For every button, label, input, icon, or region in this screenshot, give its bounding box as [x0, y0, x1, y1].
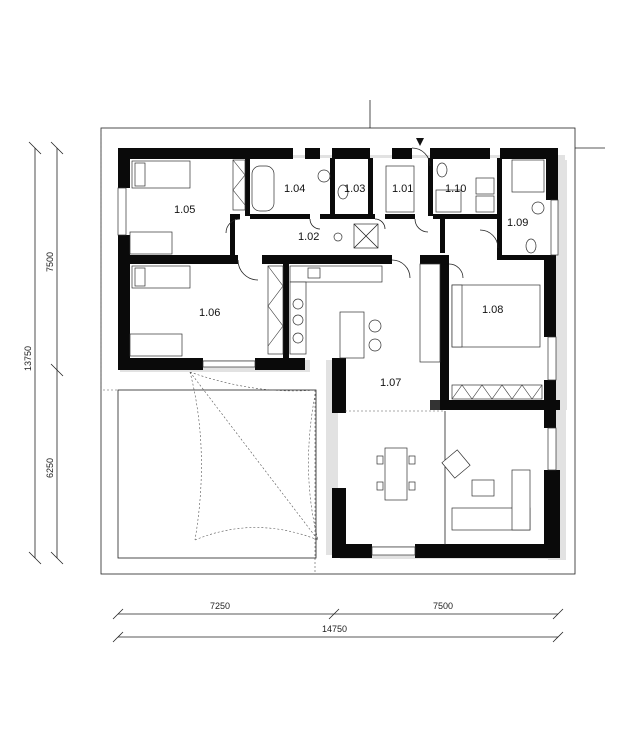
bed-105 [131, 160, 191, 189]
dining-table [376, 447, 416, 501]
room-label-109: 1.09 [507, 217, 528, 229]
site-outline [100, 100, 605, 575]
coffee-table [471, 479, 495, 497]
room-label-105: 1.05 [174, 204, 195, 216]
dimension-bottom-total: 14750 [322, 624, 347, 634]
hall-cabinets [385, 165, 462, 213]
room-label-108: 1.08 [482, 304, 503, 316]
toilet-109 [525, 238, 537, 254]
shower [511, 159, 545, 193]
stair-hatch [430, 400, 440, 410]
room-label-104: 1.04 [284, 183, 305, 195]
dimension-left-top: 7500 [45, 252, 55, 272]
windows [117, 187, 559, 556]
laundry [475, 177, 495, 213]
sink-109 [531, 201, 545, 215]
dimension-bottom-left: 7250 [210, 601, 230, 611]
sofa [451, 469, 531, 531]
wardrobe-105 [232, 159, 246, 211]
wardrobe-106 [267, 265, 284, 355]
room-label-110: 1.10 [445, 183, 466, 195]
room-label-107: 1.07 [380, 377, 401, 389]
desk-106 [129, 333, 183, 357]
room-label-106: 1.06 [199, 307, 220, 319]
wardrobe-108 [451, 384, 543, 400]
armchair [441, 449, 471, 479]
room-label-103: 1.03 [344, 183, 365, 195]
bathtub [251, 165, 275, 212]
room-label-102: 1.02 [298, 231, 319, 243]
desk-105 [129, 231, 173, 255]
bed-106 [131, 265, 191, 289]
room-label-101: 1.01 [392, 183, 413, 195]
doors [225, 147, 499, 281]
dimension-bottom [112, 608, 564, 643]
toilet-103 [337, 184, 349, 200]
dimension-bottom-right: 7500 [433, 601, 453, 611]
kitchen-island [339, 311, 382, 359]
dimension-left-bottom: 6250 [45, 458, 55, 478]
dimension-left-total: 13750 [23, 346, 33, 371]
dimension-left [28, 141, 64, 565]
skylight [333, 223, 379, 249]
terrace [117, 371, 319, 559]
bed-108 [451, 284, 541, 348]
entrance-arrow-icon [416, 138, 424, 146]
toilet-110 [436, 162, 448, 178]
kitchen-tall-units [419, 263, 441, 363]
interior-walls [128, 158, 560, 410]
kitchen-counter [289, 265, 383, 355]
sink-104 [317, 169, 331, 183]
